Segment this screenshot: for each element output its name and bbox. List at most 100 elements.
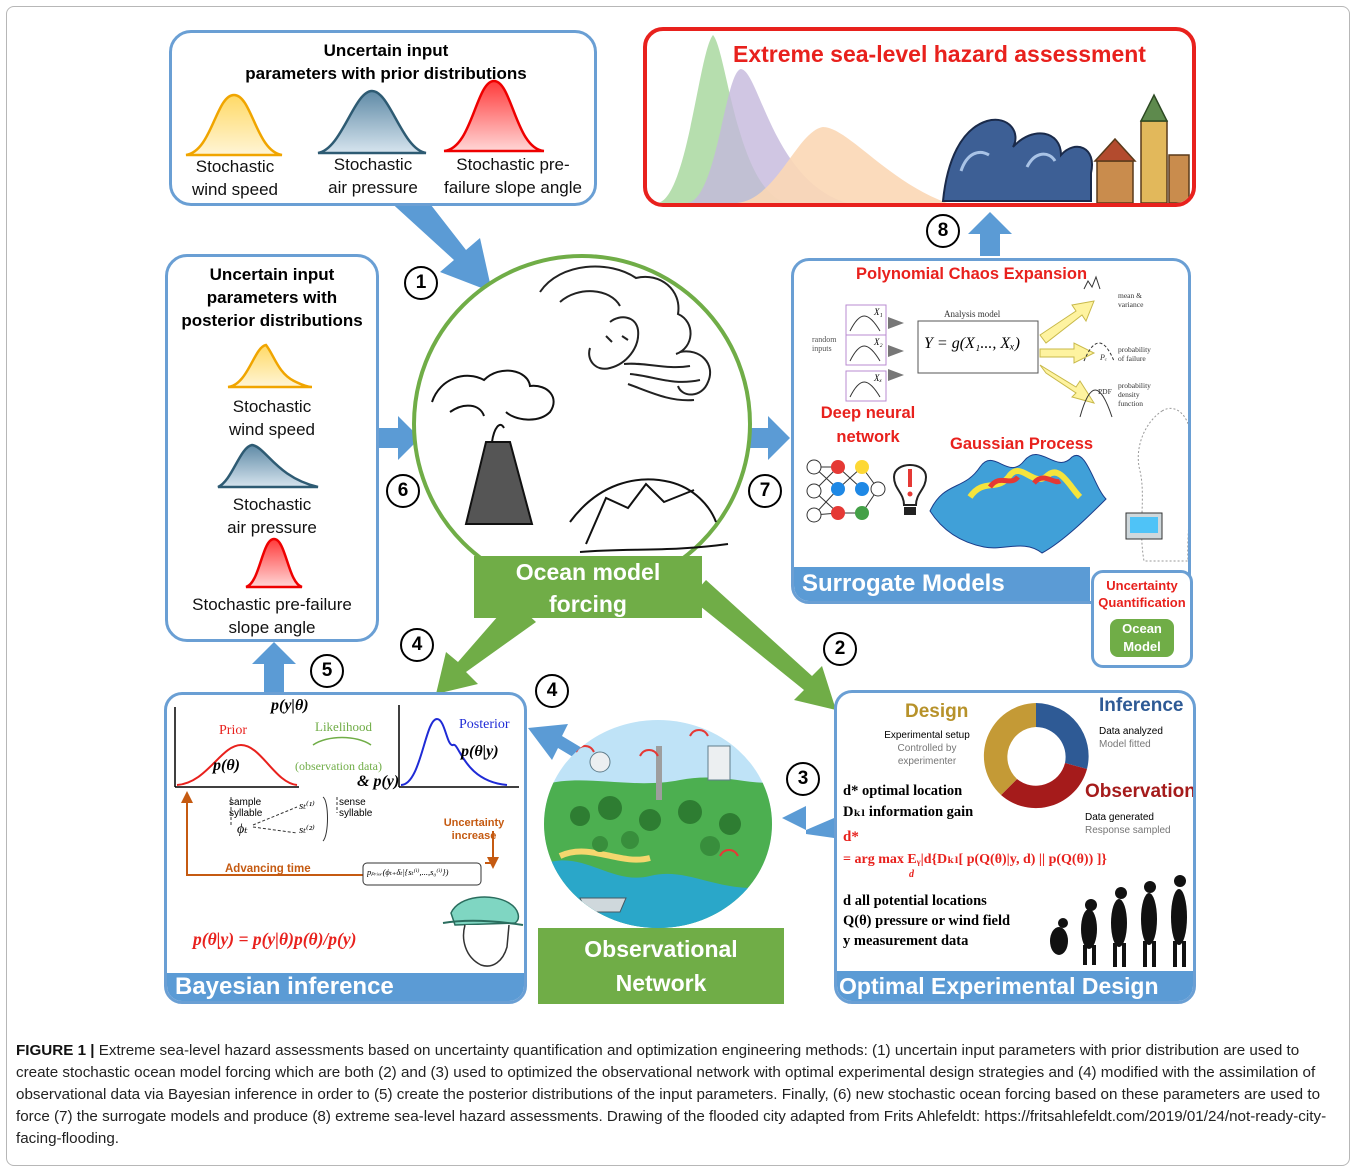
xd-label: Xₓ (874, 373, 883, 383)
s1-label: sₜ⁽¹⁾ (299, 800, 315, 812)
analysis-model-label: Analysis model (944, 309, 1001, 319)
arrow-step-2 (690, 580, 836, 710)
step-4b-badge: 4 (535, 674, 569, 708)
evolution-silhouettes (1050, 875, 1187, 967)
pce-diagram (806, 275, 1188, 562)
step-4a-badge: 4 (400, 628, 434, 662)
p-theta: p(θ) (213, 757, 240, 774)
posterior-curves (217, 343, 319, 589)
step-5-badge: 5 (310, 654, 344, 688)
arrow-step-7 (747, 416, 790, 460)
flooded-city-illustration (941, 93, 1190, 203)
caption-label: FIGURE 1 | (16, 1042, 95, 1059)
arrow-step-6 (378, 416, 420, 460)
p-theta-y: p(θ|y) (461, 743, 499, 760)
oed-eq-sub: d (909, 869, 914, 880)
caption-text: Extreme sea-level hazard assessments bas… (16, 1042, 1327, 1147)
arrow-step-4b (528, 724, 582, 760)
likelihood-label: Likelihood (315, 719, 373, 734)
surrogate-panel: Polynomial Chaos Expansion (791, 258, 1191, 604)
bayes-formula: p(θ|y) = p(y|θ)p(θ)/p(y) (193, 929, 357, 949)
prior-curves (185, 79, 545, 157)
oed-bar: Optimal Experimental Design (837, 971, 1193, 1001)
advancing-time: Advancing time (225, 863, 311, 875)
arrow-step-5 (252, 642, 296, 692)
pdf-tag: PDF (1098, 387, 1112, 396)
pce-equation: Y = g(X₁..., Xₓ) (924, 335, 1021, 352)
gp-label: Gaussian Process (950, 435, 1094, 453)
pf-tag: Pₑ (1100, 353, 1107, 362)
dkl-def: Dₖₗ information gain (843, 804, 974, 820)
p-y-theta: p(y|θ) (271, 697, 309, 714)
posterior-curve (400, 717, 508, 786)
d-star-def: d* optimal location (843, 783, 963, 799)
prior-panel: Uncertain input parameters with prior di… (169, 30, 597, 206)
pce-title: Polynomial Chaos Expansion (856, 265, 1088, 283)
step-1-badge: 1 (404, 266, 438, 300)
step-7-badge: 7 (748, 474, 782, 508)
step-3-badge: 3 (786, 762, 820, 796)
design-label: Design (905, 701, 969, 722)
x2-label: X₂ (874, 337, 883, 347)
prior-pressure-curve (317, 89, 427, 155)
surrogate-bar: Surrogate Models (794, 567, 1090, 601)
s2-label: sₜ⁽²⁾ (299, 824, 315, 836)
posterior-label: Posterior (459, 717, 510, 732)
prior-title-line2: parameters with prior distributions (245, 64, 527, 83)
figure-caption: FIGURE 1 | Extreme sea-level hazard asse… (16, 1040, 1342, 1150)
step-2-badge: 2 (823, 632, 857, 666)
step-8-badge: 8 (926, 214, 960, 248)
prior-label: Prior (219, 723, 247, 738)
arrow-step-1 (386, 178, 492, 292)
step-6-badge: 6 (386, 474, 420, 508)
hazard-distributions (657, 35, 947, 203)
diagram-arrows (252, 178, 1012, 838)
p-prior-expression: pₚᵣᵢₒᵣ(ϕₜ₊δₜ|{sₜ⁽ⁱ⁾,...,s₀⁽ⁱ⁾}) (367, 867, 449, 877)
oed-eq-rhs: = arg max Eᵧ|d{Dₖₗ[ p(Q(θ)|y, d) || p(Q(… (843, 852, 1107, 867)
output-mean-variance: mean &variance (1118, 291, 1144, 309)
observation-label: Observation (1085, 781, 1196, 802)
bayes-bar: Bayesian inference (167, 973, 524, 1001)
oed-cycle-donut (983, 703, 1089, 809)
prior-title-line1: Uncertain input (323, 41, 449, 60)
arrow-step-4a (436, 600, 536, 694)
x1-label: X₁ (874, 307, 883, 317)
posterior-wind-curve (227, 343, 313, 389)
forcing-illustration (412, 254, 752, 594)
observational-illustration (544, 720, 772, 928)
bayes-panel: p(y|θ) Prior p(θ) Likelihood (observatio… (164, 692, 527, 1004)
phi-t: ϕₜ (237, 822, 248, 837)
p-y: & p(y) (357, 773, 400, 790)
arrow-step-8 (968, 212, 1012, 256)
posterior-pressure-curve (217, 443, 319, 489)
hazard-title: Extreme sea-level hazard assessment (733, 41, 1146, 67)
thinker-illustration (442, 896, 524, 967)
oed-eq-lhs: d* (843, 829, 859, 845)
prior-slope-curve (443, 79, 545, 153)
prior-wind-curve (185, 93, 283, 157)
bayes-plots (174, 705, 519, 886)
posterior-slope-curve (245, 537, 303, 589)
